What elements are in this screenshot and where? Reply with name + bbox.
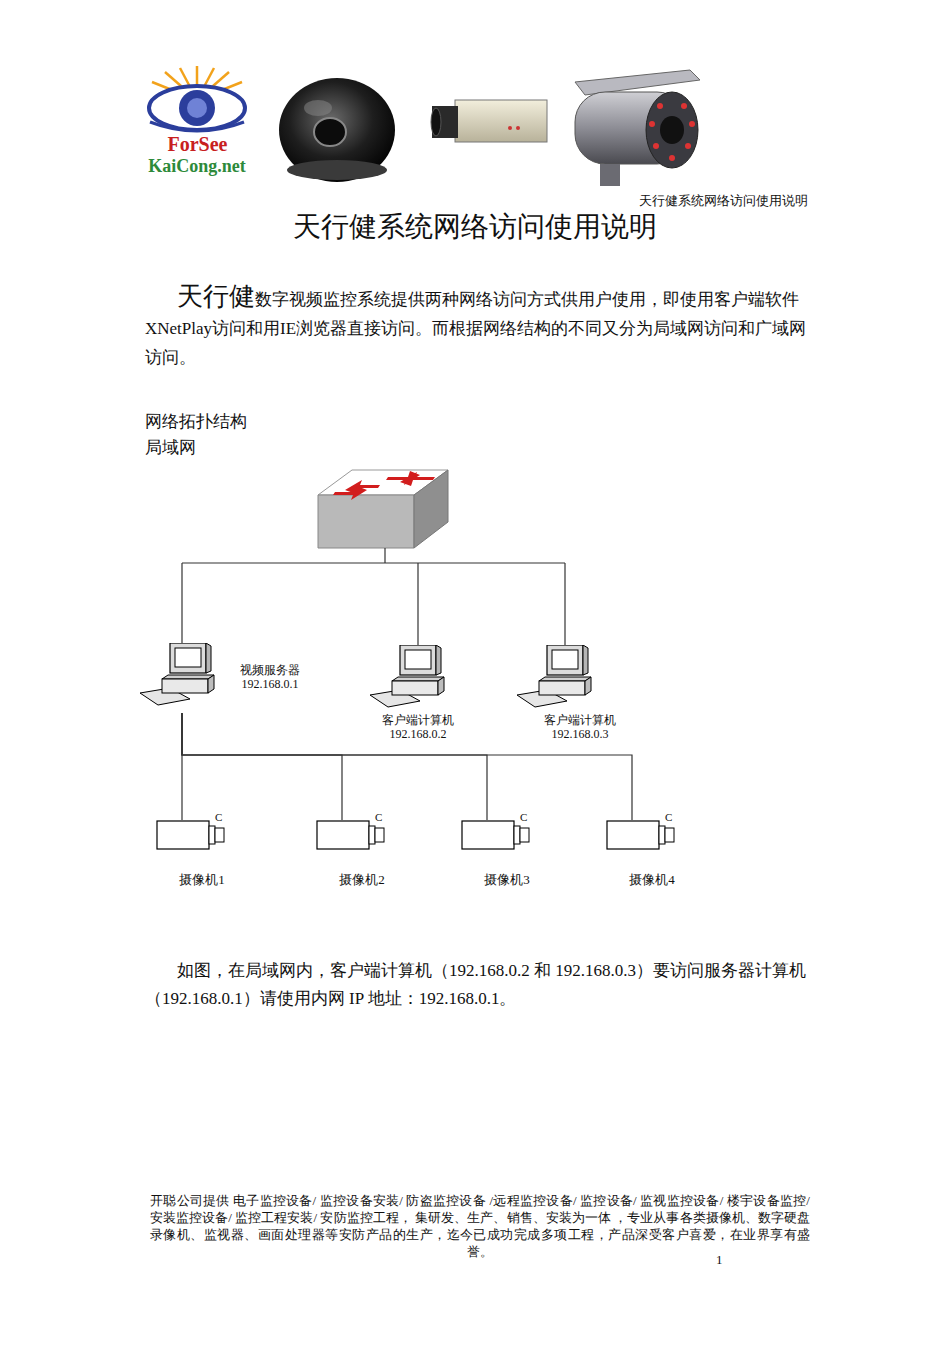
camera-node: 摄像机1 <box>147 820 257 887</box>
device-label: 摄像机3 <box>452 872 562 887</box>
document-text: 1 <box>716 1251 736 1269</box>
logo-text: KaiCong.net <box>133 154 261 178</box>
device-label: 摄像机2 <box>307 872 417 887</box>
server-node: 视频服务器192.168.0.1 <box>140 643 340 713</box>
device-label: 客户端计算机 <box>510 713 650 727</box>
lan-wiring <box>182 548 565 645</box>
camera-icon <box>317 821 384 849</box>
document-text: 局域网 <box>145 436 445 459</box>
page-title: 天行健系统网络访问使用说明 <box>0 208 950 246</box>
computer-icon <box>370 645 444 707</box>
computer-icon <box>517 645 591 707</box>
network-switch <box>318 470 448 548</box>
camera-cable <box>182 713 487 820</box>
ip-address: 192.168.0.1 <box>240 677 300 691</box>
node-label-group: 视频服务器192.168.0.1 <box>240 663 300 691</box>
document-text: 网络拓扑结构 <box>145 410 445 433</box>
camera-node: 摄像机4 <box>597 820 707 887</box>
document-text: 如图，在局域网内，客户端计算机（192.168.0.2 和 192.168.0.… <box>145 957 807 1013</box>
logo-eye <box>149 66 245 131</box>
device-label: 摄像机4 <box>597 872 707 887</box>
device-label: 视频服务器 <box>240 663 300 677</box>
dome-camera-photo <box>279 78 395 182</box>
camera-icon <box>607 821 674 849</box>
client-node: 客户端计算机192.168.0.3 <box>510 645 650 741</box>
logo-text: ForSee <box>140 131 255 158</box>
camera-icon <box>462 821 529 849</box>
camera-icon <box>157 821 224 849</box>
document-text: 天行健系统网络访问使用说明 <box>540 192 808 210</box>
ip-address: 192.168.0.2 <box>348 727 488 741</box>
camera-mark: C <box>375 810 389 825</box>
lead-text: 天行健 <box>177 282 255 311</box>
intro-paragraph: 天行健数字视频监控系统提供两种网络访问方式供用户使用，即使用客户端软件XNetP… <box>145 282 807 372</box>
camera-mark: C <box>215 810 229 825</box>
device-label: 摄像机1 <box>147 872 257 887</box>
device-label: 客户端计算机 <box>348 713 488 727</box>
box-camera-photo <box>431 100 547 142</box>
document-text: 开聪公司提供 电子监控设备/ 监控设备安装/ 防盗监控设备 /远程监控设备/ 监… <box>150 1192 810 1260</box>
camera-mark: C <box>520 810 534 825</box>
camera-node: 摄像机3 <box>452 820 562 887</box>
server-icon <box>140 643 214 705</box>
bullet-camera-photo <box>575 70 700 186</box>
ip-address: 192.168.0.3 <box>510 727 650 741</box>
camera-mark: C <box>665 810 679 825</box>
camera-cable <box>182 713 342 820</box>
camera-node: 摄像机2 <box>307 820 417 887</box>
client-node: 客户端计算机192.168.0.2 <box>348 645 488 741</box>
